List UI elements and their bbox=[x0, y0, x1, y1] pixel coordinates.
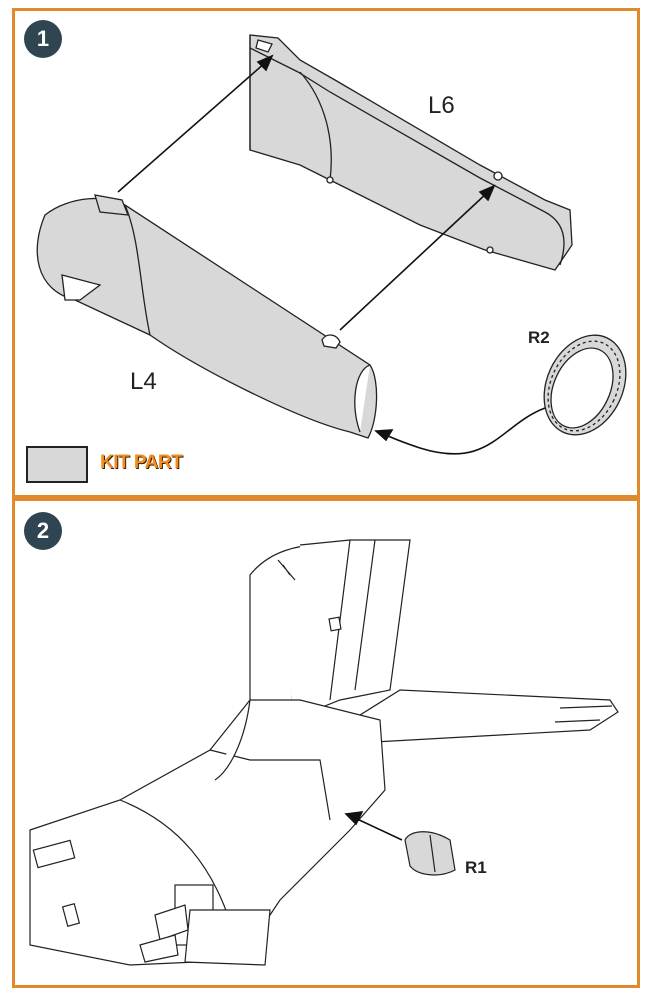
part-label-r2: R2 bbox=[528, 328, 550, 347]
step-number-badge: 2 bbox=[24, 512, 62, 550]
part-r1-insert bbox=[404, 831, 456, 876]
assembly-arrows bbox=[117, 54, 546, 455]
part-label-l4: L4 bbox=[130, 368, 157, 395]
insertion-arrow bbox=[344, 811, 403, 841]
part-r2-ring bbox=[543, 334, 627, 436]
part-l4-shell bbox=[36, 194, 378, 439]
part-l6-shell bbox=[249, 34, 573, 271]
part-label-l6: L6 bbox=[428, 92, 455, 119]
part-label-r1: R1 bbox=[465, 858, 487, 877]
kit-part-legend-swatch bbox=[26, 446, 88, 483]
kit-part-legend-label: KIT PART bbox=[100, 452, 183, 473]
step-number-badge: 1 bbox=[24, 20, 62, 58]
aircraft-tail-section bbox=[29, 539, 619, 966]
